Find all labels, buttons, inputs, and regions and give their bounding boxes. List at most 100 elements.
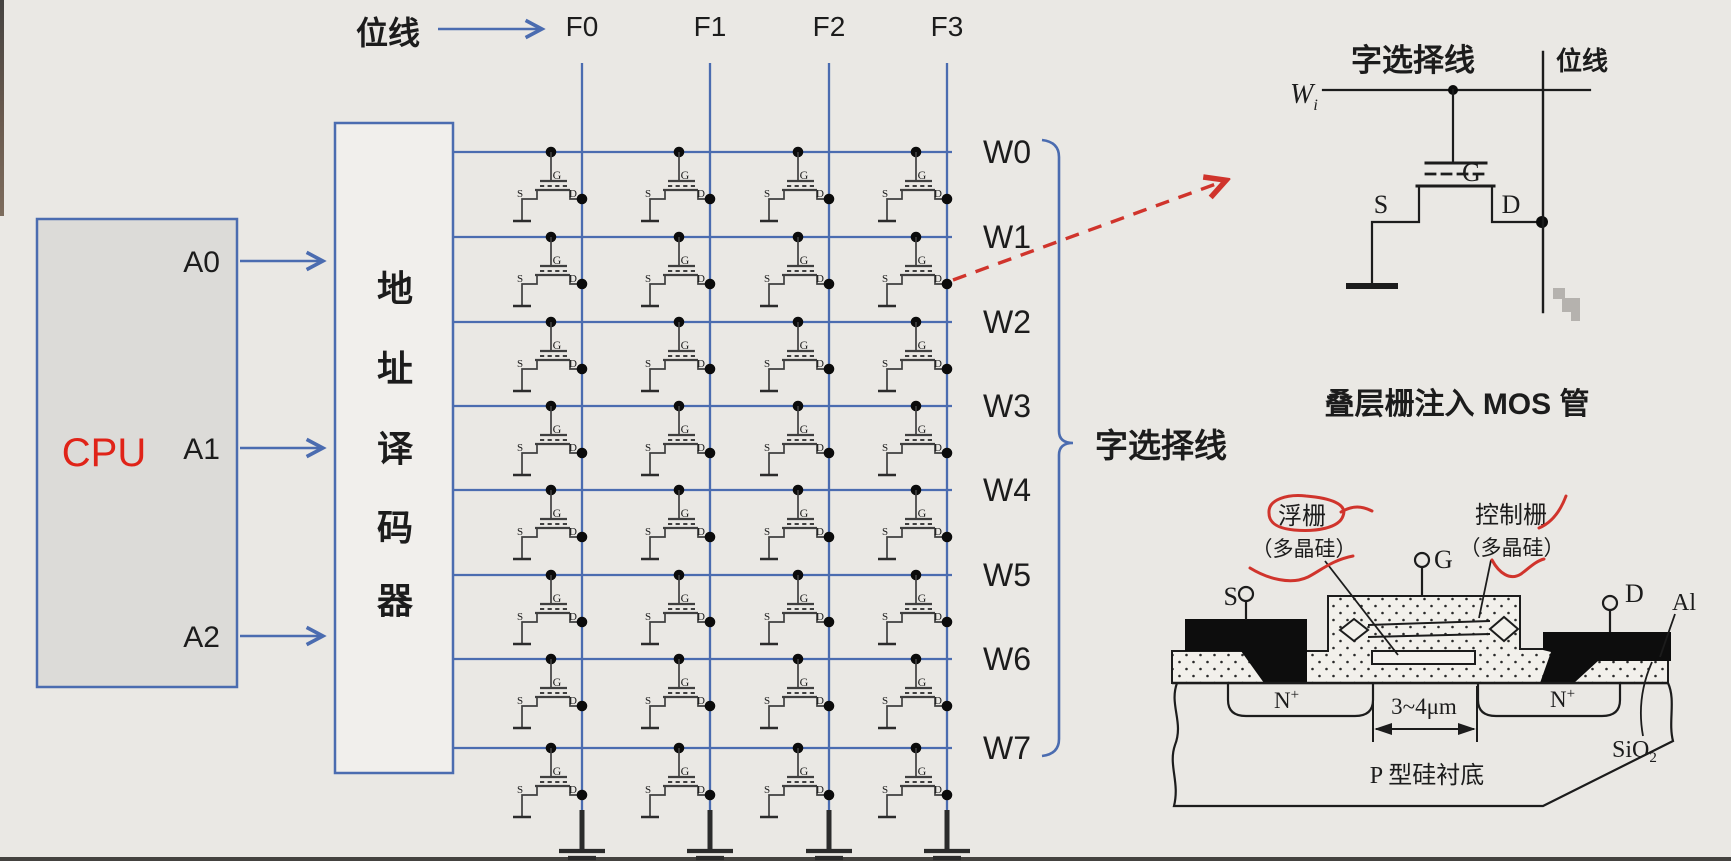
- gate-label: G: [800, 168, 809, 182]
- drain-label: D: [934, 273, 942, 285]
- source-lead: [768, 528, 785, 558]
- gate-label: G: [800, 675, 809, 689]
- source-lead: [886, 444, 903, 474]
- source-label: S: [517, 188, 523, 200]
- gate-label: G: [553, 506, 562, 520]
- screen-edge-left: [0, 0, 4, 216]
- source-lead: [768, 275, 785, 305]
- source-lead: [768, 360, 785, 390]
- xsec-source-label: S: [1224, 582, 1238, 611]
- drain-junction-dot: [941, 616, 953, 628]
- red-swoosh-right: [1490, 557, 1546, 579]
- drain-junction-dot: [823, 363, 835, 375]
- drain-junction-dot: [576, 531, 588, 543]
- source-label: S: [645, 784, 651, 796]
- source-lead: [649, 190, 666, 220]
- drain-label: D: [816, 784, 824, 796]
- source-lead: [886, 360, 903, 390]
- xsec-source-terminal: [1237, 585, 1255, 603]
- source-label: S: [882, 273, 888, 285]
- drain-label: D: [816, 526, 824, 538]
- drain-junction-dot: [941, 447, 953, 459]
- gate-label: G: [800, 506, 809, 520]
- drain-label: D: [934, 358, 942, 370]
- drain-junction-dot: [823, 447, 835, 459]
- drain-label: D: [569, 273, 577, 285]
- source-label: S: [764, 611, 770, 623]
- drain-label: D: [816, 358, 824, 370]
- drain-label: D: [816, 611, 824, 623]
- xsec-drain-label: D: [1625, 579, 1644, 608]
- source-label: S: [517, 784, 523, 796]
- source-label: S: [645, 442, 651, 454]
- bit-line-label-2: F2: [813, 11, 846, 42]
- drain-junction-dot: [823, 278, 835, 290]
- gate-label: G: [553, 675, 562, 689]
- schematic-drain-lead: [1490, 184, 1542, 224]
- gate-label: G: [800, 253, 809, 267]
- source-label: S: [645, 526, 651, 538]
- word-select-brace: [1041, 138, 1074, 758]
- gate-label: G: [918, 591, 927, 605]
- sio2-label: SiO2: [1612, 737, 1657, 766]
- word-line-label-1: W1: [983, 219, 1031, 255]
- drain-junction-dot: [576, 616, 588, 628]
- drain-junction-dot: [941, 789, 953, 801]
- source-lead: [886, 528, 903, 558]
- red-check-right: [1537, 494, 1568, 530]
- source-label: S: [517, 611, 523, 623]
- source-lead: [768, 613, 785, 643]
- gate-label: G: [918, 338, 927, 352]
- n-plus-right-label: N+: [1550, 686, 1575, 712]
- drain-label: D: [569, 442, 577, 454]
- gate-label: G: [553, 422, 562, 436]
- gate-label: G: [918, 506, 927, 520]
- source-label: S: [764, 358, 770, 370]
- gate-label: G: [681, 253, 690, 267]
- gate-label: G: [800, 422, 809, 436]
- source-lead: [521, 444, 538, 474]
- drain-junction-dot: [823, 193, 835, 205]
- red-annotations: [1248, 494, 1568, 583]
- drain-label: D: [697, 611, 705, 623]
- drain-label: D: [697, 695, 705, 707]
- red-circle-floating-gate: [1267, 494, 1374, 532]
- control-gate-edge-right: [1488, 615, 1520, 643]
- source-metal-contact: [1185, 619, 1307, 683]
- source-label: S: [882, 784, 888, 796]
- source-lead: [649, 786, 666, 816]
- source-label: S: [882, 526, 888, 538]
- svg-text:址: 址: [377, 348, 413, 389]
- cell-schematic-group: 字选择线 Wi G S D 位线: [1290, 43, 1608, 321]
- word-line-label-2: W2: [983, 304, 1031, 340]
- xsec-gate-label: G: [1434, 545, 1453, 574]
- drain-junction-dot: [941, 193, 953, 205]
- schematic-wi-label: Wi: [1290, 79, 1318, 114]
- svg-text:器: 器: [377, 580, 414, 621]
- drain-label: D: [697, 188, 705, 200]
- drain-label: D: [697, 358, 705, 370]
- word-line-label-3: W3: [983, 388, 1031, 424]
- callout-arrow: [952, 181, 1224, 282]
- drain-junction-dot: [941, 531, 953, 543]
- drain-label: D: [569, 784, 577, 796]
- sio2-leader: [1639, 661, 1653, 737]
- drain-junction-dot: [576, 278, 588, 290]
- gate-label: G: [681, 506, 690, 520]
- source-lead: [649, 697, 666, 727]
- drain-junction-dot: [941, 700, 953, 712]
- n-plus-left-label: N+: [1274, 687, 1299, 713]
